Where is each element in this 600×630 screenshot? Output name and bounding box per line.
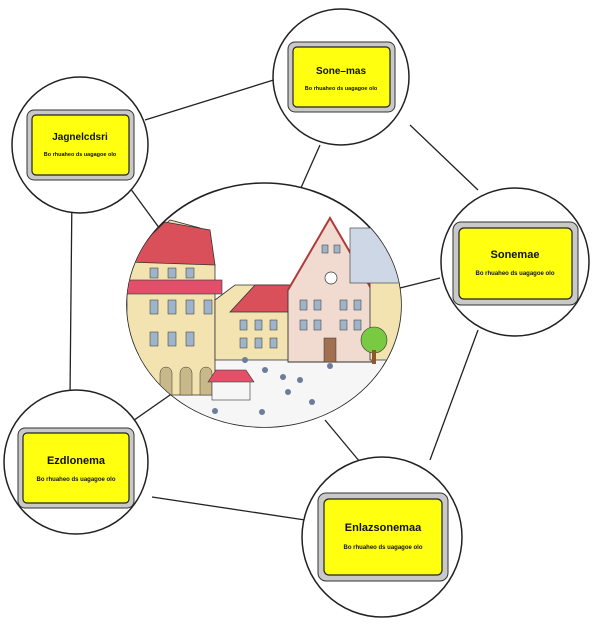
connector-lines — [69, 77, 479, 521]
line-top-right — [409, 124, 479, 191]
sign-subtitle: Bo rhuaheo ds uagagoe olo — [44, 152, 117, 158]
town-square-illustration — [126, 182, 402, 428]
sign-title: Sone–mas — [316, 66, 366, 77]
line-right-bottomright — [429, 329, 479, 461]
line-top-center — [299, 144, 321, 191]
line-upperleft-top — [144, 77, 281, 121]
line-center-bottomright — [324, 419, 361, 463]
sign-title: Sonemae — [491, 249, 540, 261]
sign-subtitle: Bo rhuaheo ds uagagoe olo — [36, 477, 115, 483]
sign-right: Sonemae Bo rhuaheo ds uagagoe olo — [440, 187, 590, 337]
sign-subtitle: Bo rhuaheo ds uagagoe olo — [475, 271, 554, 277]
sign-title: Enlazsonemaa — [345, 522, 422, 534]
sign-title: Jagnelcdsri — [52, 132, 108, 143]
line-lowerleft-bottomright — [151, 496, 306, 521]
sign-top: Sone–mas Bo rhuaheo ds uagagoe olo — [272, 8, 410, 146]
sign-lower-left: Ezdlonema Bo rhuaheo ds uagagoe olo — [3, 389, 149, 535]
sign-title: Ezdlonema — [47, 455, 106, 467]
sign-bottom-right: Enlazsonemaa Bo rhuaheo ds uagagoe olo — [301, 456, 463, 618]
line-upperleft-lowerleft — [69, 189, 73, 398]
sign-upper-left: Jagnelcdsri Bo rhuaheo ds uagagoe olo — [11, 76, 149, 214]
sign-subtitle: Bo rhuaheo ds uagagoe olo — [343, 545, 422, 551]
sign-subtitle: Bo rhuaheo ds uagagoe olo — [305, 86, 378, 92]
line-right-center — [399, 277, 441, 289]
